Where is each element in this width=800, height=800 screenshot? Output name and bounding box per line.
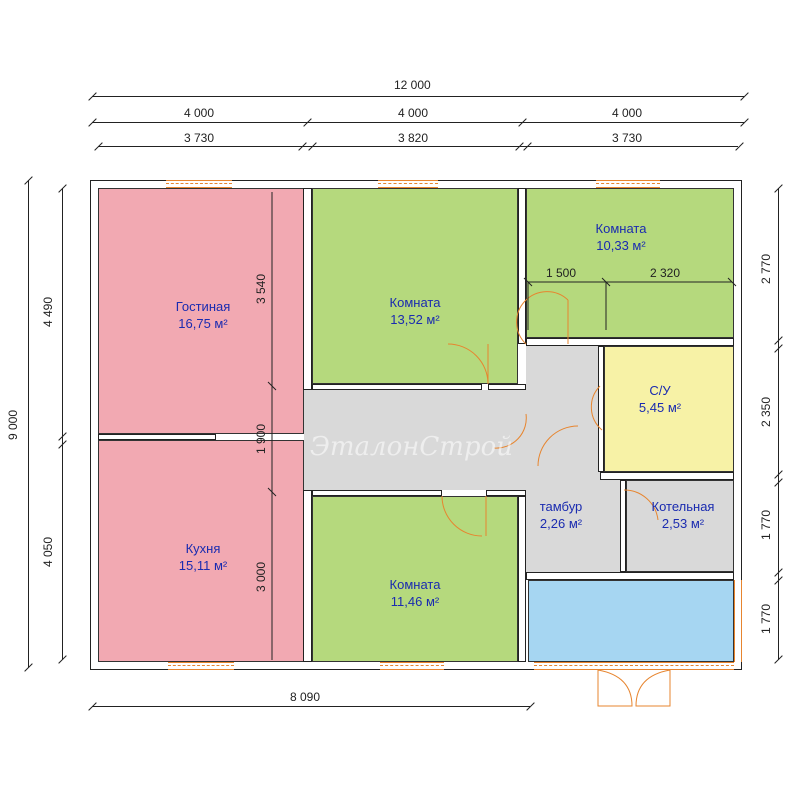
wall-bath-left bbox=[598, 346, 604, 472]
room-kitchen bbox=[98, 440, 304, 662]
room-area: 13,52 м² bbox=[390, 312, 440, 327]
wall-vertical-mid bbox=[518, 188, 526, 344]
wall-porch-top bbox=[526, 572, 734, 580]
room-area: 16,75 м² bbox=[178, 316, 228, 331]
room-label-room1: Комната 13,52 м² bbox=[360, 294, 470, 328]
dim-tick bbox=[267, 381, 277, 391]
wall-vertical-left bbox=[303, 188, 312, 390]
dim-total-width: 12 000 bbox=[394, 78, 431, 92]
dim-inner-horizontal-2: 2 320 bbox=[650, 266, 681, 280]
window bbox=[168, 662, 234, 670]
window bbox=[166, 180, 232, 188]
door-arc bbox=[623, 489, 659, 521]
dim-line-total-width bbox=[92, 96, 744, 97]
room-name: Гостиная bbox=[175, 299, 231, 314]
door-arc bbox=[441, 495, 483, 537]
room-name: Кухня bbox=[185, 541, 221, 556]
room-name: тамбур bbox=[539, 499, 583, 514]
porch bbox=[528, 580, 734, 662]
room-area: 11,46 м² bbox=[390, 594, 440, 609]
door-arc bbox=[590, 385, 603, 431]
room-name: Котельная bbox=[651, 499, 715, 514]
window bbox=[380, 662, 444, 670]
dim-line-right-sections bbox=[778, 188, 779, 660]
dim-line-top-inner bbox=[98, 146, 738, 147]
dim-inner-vertical-2: 1 900 bbox=[254, 423, 269, 455]
wall-room1-bottom bbox=[312, 384, 482, 390]
wall-vertical-mid-b bbox=[518, 496, 526, 662]
door-arc bbox=[516, 291, 569, 345]
room-label-room3: Комната 10,33 м² bbox=[566, 220, 676, 254]
window bbox=[596, 180, 660, 188]
wall-vertical-left-lower bbox=[303, 490, 312, 662]
room-label-room2: Комната 11,46 м² bbox=[360, 576, 470, 610]
room-area: 2,26 м² bbox=[539, 516, 583, 531]
dim-line-bottom bbox=[92, 706, 530, 707]
room-name: Комната bbox=[595, 221, 647, 236]
window bbox=[378, 180, 438, 188]
window bbox=[534, 662, 734, 670]
door-entrance-right bbox=[635, 669, 671, 707]
room-label-tambur: тамбур 2,26 м² bbox=[528, 498, 594, 532]
dim-inner-vertical-1: 3 540 bbox=[254, 273, 269, 305]
dim-inner-vertical-3: 3 000 bbox=[254, 561, 269, 593]
dim-tick bbox=[267, 487, 277, 497]
dim-top-inner-2: 3 820 bbox=[398, 131, 429, 145]
door-entrance-left bbox=[597, 669, 633, 707]
room-name: Комната bbox=[389, 577, 441, 592]
room-3 bbox=[526, 188, 734, 338]
dim-inner-horizontal-1: 1 500 bbox=[546, 266, 577, 280]
dim-line-top-sections bbox=[92, 122, 744, 123]
wall-living-kitchen bbox=[98, 434, 216, 440]
wall-room2-top-b bbox=[486, 490, 526, 496]
door-arc bbox=[493, 413, 527, 449]
room-boiler bbox=[626, 480, 734, 572]
room-area: 10,33 м² bbox=[596, 238, 646, 253]
dim-bottom: 8 090 bbox=[290, 690, 321, 704]
wall-room3-bottom bbox=[526, 338, 734, 346]
dim-top-section-1: 4 000 bbox=[184, 106, 215, 120]
wall-boiler-left bbox=[620, 480, 626, 572]
dim-top-section-2: 4 000 bbox=[398, 106, 429, 120]
room-area: 2,53 м² bbox=[661, 516, 705, 531]
dim-top-inner-3: 3 730 bbox=[612, 131, 643, 145]
door-arc bbox=[537, 425, 579, 467]
wall-room2-top bbox=[312, 490, 442, 496]
room-name: С/У bbox=[649, 383, 671, 398]
door-arc bbox=[447, 343, 489, 385]
room-area: 15,11 м² bbox=[178, 558, 228, 573]
dim-tick bbox=[727, 277, 737, 287]
room-2 bbox=[312, 496, 518, 662]
room-label-boiler: Котельная 2,53 м² bbox=[638, 498, 728, 532]
wall-bath-bottom bbox=[600, 472, 734, 480]
dim-line-left-total bbox=[28, 180, 29, 668]
window bbox=[734, 580, 742, 662]
room-living bbox=[98, 188, 304, 434]
room-1 bbox=[312, 188, 518, 384]
dim-top-section-3: 4 000 bbox=[612, 106, 643, 120]
room-area: 5,45 м² bbox=[638, 400, 682, 415]
room-label-living: Гостиная 16,75 м² bbox=[150, 298, 256, 332]
dim-line-left-sections bbox=[62, 188, 63, 660]
room-label-kitchen: Кухня 15,11 м² bbox=[150, 540, 256, 574]
wall-room1-bottom-b bbox=[488, 384, 526, 390]
room-bath bbox=[604, 346, 734, 472]
room-label-bath: С/У 5,45 м² bbox=[610, 382, 710, 416]
room-tambur bbox=[534, 480, 624, 574]
room-name: Комната bbox=[389, 295, 441, 310]
dim-top-inner-1: 3 730 bbox=[184, 131, 215, 145]
corridor bbox=[304, 390, 526, 490]
watermark: ЭталонСтрой bbox=[310, 432, 513, 462]
